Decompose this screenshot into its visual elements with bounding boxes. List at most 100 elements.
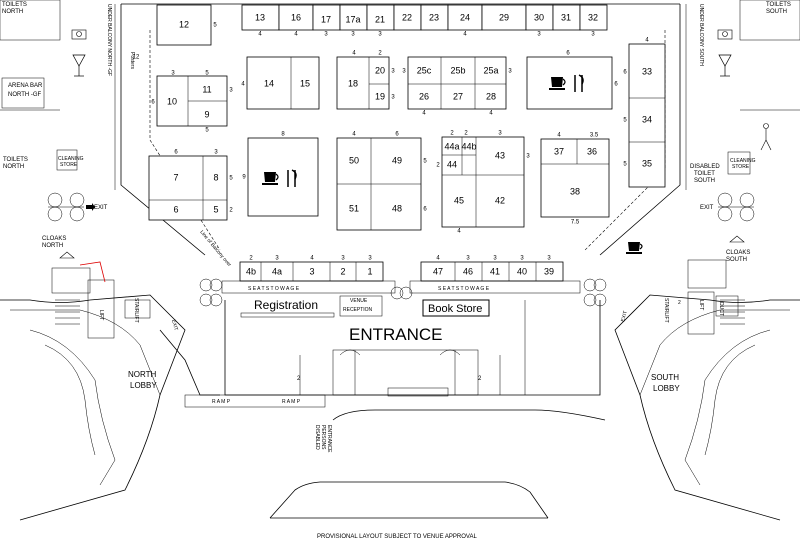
coat-hanger-icon (59, 251, 75, 259)
booth-18: 18 (348, 78, 358, 88)
svg-text:3: 3 (498, 131, 502, 137)
svg-text:2: 2 (297, 376, 301, 382)
booth-25b: 25b (450, 65, 465, 75)
booth-7: 7 (173, 172, 178, 182)
under-balcony-north-label: UNDER BALCONY NORTH -GF (106, 4, 112, 76)
dining-icon (287, 169, 297, 187)
svg-text:5: 5 (229, 176, 233, 182)
booth-33: 33 (642, 66, 652, 76)
booth-9: 9 (204, 109, 209, 119)
booth-50: 50 (349, 155, 359, 165)
svg-text:3: 3 (547, 256, 551, 262)
north-lobby: LIFT STAIRLIFT NORTH LOBBY EXIT Line of … (0, 229, 232, 521)
booth-28: 28 (486, 91, 496, 101)
disabled-entrance-label: DISABLED (314, 425, 320, 450)
booth-49: 49 (392, 155, 402, 165)
cleaning-store-north-label: CLEANING (58, 156, 84, 162)
svg-text:3: 3 (537, 32, 541, 38)
svg-text:TOILET: TOILET (694, 171, 715, 177)
svg-text:6: 6 (566, 51, 570, 57)
svg-text:3: 3 (341, 256, 345, 262)
booth-44b: 44b (461, 141, 476, 151)
svg-text:3: 3 (508, 69, 512, 75)
svg-text:NORTH: NORTH (42, 243, 63, 249)
svg-text:SOUTH: SOUTH (766, 9, 787, 15)
booth-25a: 25a (483, 65, 498, 75)
svg-text:4: 4 (294, 32, 298, 38)
booth-8: 8 (213, 172, 218, 182)
svg-text:2: 2 (378, 51, 382, 57)
booth-45: 45 (454, 195, 464, 205)
booth-6: 6 (173, 204, 178, 214)
door-set-south (717, 192, 755, 222)
booth-30: 30 (534, 12, 544, 22)
svg-text:SOUTH: SOUTH (694, 178, 715, 184)
svg-text:2: 2 (229, 208, 233, 214)
svg-text:ENTRANCE: ENTRANCE (326, 425, 332, 453)
booth-46: 46 (463, 266, 473, 276)
booth-20: 20 (375, 65, 385, 75)
duct-label: DUCT (718, 302, 724, 316)
svg-text:2: 2 (678, 300, 681, 306)
entrance-label: ENTRANCE (349, 325, 443, 344)
booth-37: 37 (554, 146, 564, 156)
venue-reception-label: VENUE (350, 298, 368, 304)
booth-24: 24 (460, 12, 470, 22)
svg-text:4: 4 (352, 51, 356, 57)
svg-text:EXIT: EXIT (170, 319, 179, 331)
svg-text:SOUTH: SOUTH (726, 257, 747, 263)
exit-left-label: EXIT (94, 205, 108, 211)
svg-text:4: 4 (645, 38, 649, 44)
svg-text:3: 3 (391, 69, 395, 75)
svg-text:4: 4 (463, 32, 467, 38)
booth-22: 22 (402, 12, 412, 22)
booth-23: 23 (429, 12, 439, 22)
svg-text:PERSONS: PERSONS (320, 425, 326, 450)
arena-bar-label: ARENA BAR (8, 83, 43, 89)
lift-north-label: LIFT (98, 310, 104, 320)
booth-43: 43 (495, 150, 505, 160)
lift-south-label: LIFT (698, 300, 704, 310)
posters-label: Posters (129, 52, 135, 69)
svg-text:RECEPTION: RECEPTION (343, 307, 373, 313)
booth-44: 44 (447, 159, 457, 169)
entrance-area: S E A T S T O W A G E S E A T S T O W A … (159, 278, 607, 519)
booth-39: 39 (544, 266, 554, 276)
booth-15: 15 (300, 78, 310, 88)
svg-text:3: 3 (402, 69, 406, 75)
svg-text:5: 5 (213, 23, 217, 29)
coat-hanger-icon (729, 235, 745, 243)
svg-text:2: 2 (450, 131, 454, 137)
svg-text:3: 3 (351, 32, 355, 38)
booth-29: 29 (499, 12, 509, 22)
svg-text:5: 5 (205, 71, 209, 77)
booth-35: 35 (642, 158, 652, 168)
stairlift-north-label: STAIRLIFT (133, 298, 139, 323)
booth-16: 16 (291, 12, 301, 22)
svg-text:5: 5 (205, 128, 209, 134)
svg-text:3: 3 (526, 154, 530, 160)
top-booth-row: 12 13 16 17 17a 21 22 23 24 29 30 31 32 … (156, 4, 608, 46)
svg-text:6: 6 (395, 132, 399, 138)
book-store-label: Book Store (428, 303, 482, 315)
svg-text:7.5: 7.5 (571, 220, 580, 226)
svg-text:LOBBY: LOBBY (130, 381, 157, 390)
booth-48: 48 (392, 203, 402, 213)
svg-text:NORTH: NORTH (3, 164, 24, 170)
svg-text:2: 2 (478, 376, 482, 382)
booth-41: 41 (490, 266, 500, 276)
booth-10: 10 (167, 96, 177, 106)
booth-36: 36 (587, 146, 597, 156)
svg-text:3.5: 3.5 (590, 133, 599, 139)
booth-5: 5 (213, 204, 218, 214)
svg-text:EXIT: EXIT (620, 310, 629, 322)
booth-12: 12 (179, 19, 189, 29)
booth-21: 21 (375, 14, 385, 24)
booth-44a: 44a (444, 141, 459, 151)
svg-text:Line of Balcony over: Line of Balcony over (198, 229, 232, 268)
booth-34: 34 (642, 114, 652, 124)
booth-47: 47 (433, 266, 443, 276)
svg-text:3: 3 (378, 32, 382, 38)
